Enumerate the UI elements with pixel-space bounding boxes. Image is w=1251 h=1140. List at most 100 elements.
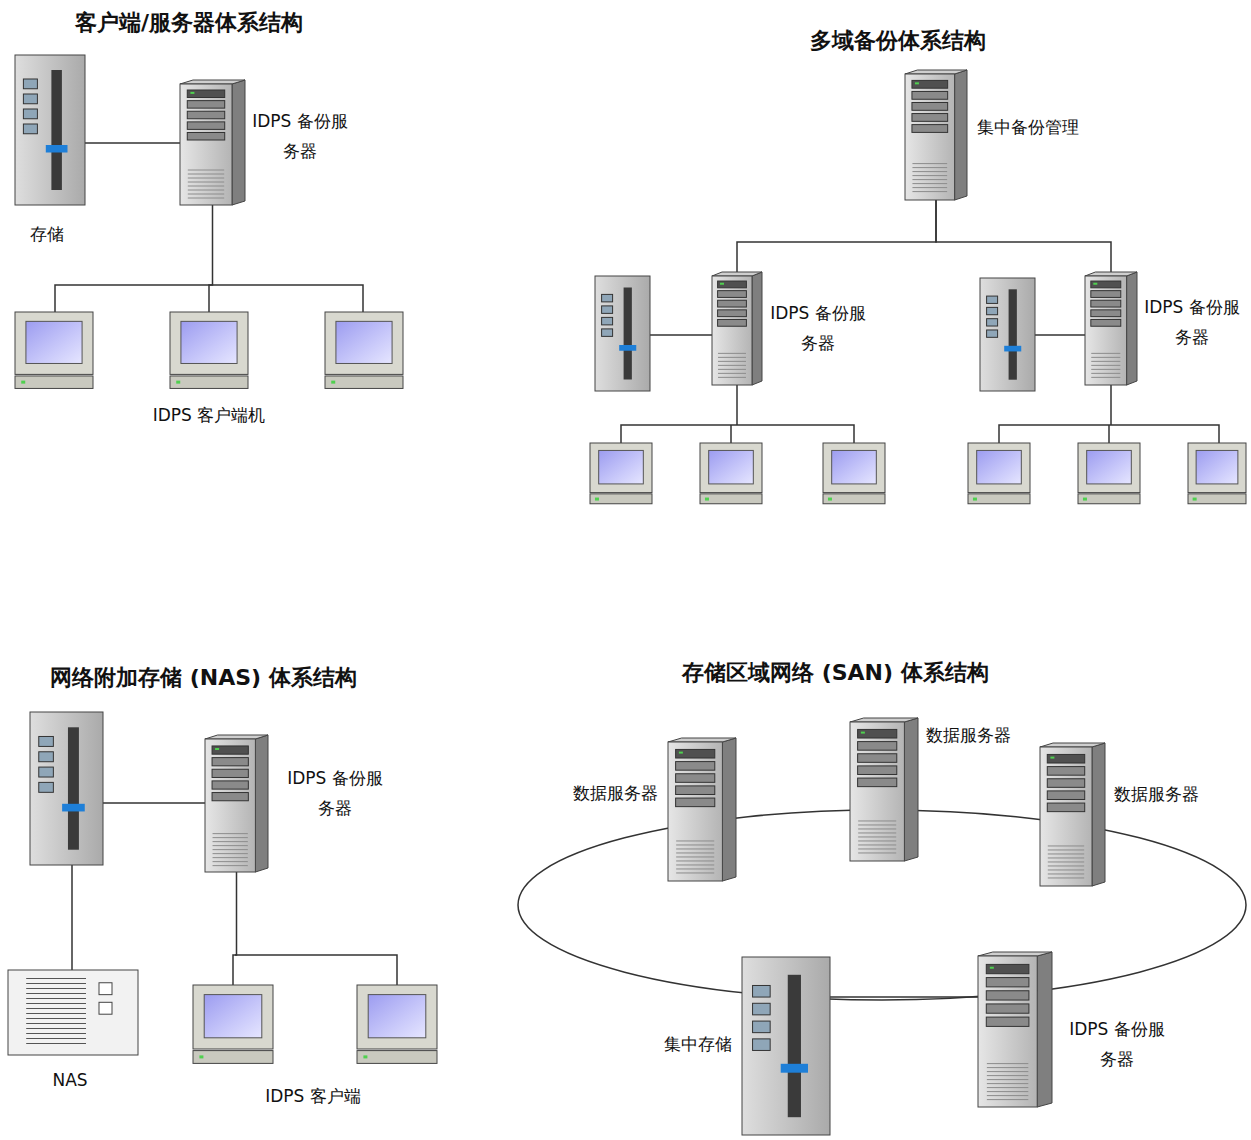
vent-line — [858, 832, 896, 833]
vent-line — [1048, 877, 1084, 878]
nas-stripe — [26, 988, 86, 989]
nas-stripe — [26, 1038, 86, 1039]
vent-line — [858, 824, 896, 825]
storage-body — [30, 712, 103, 865]
node-label: 存储 — [30, 219, 90, 249]
vent-line — [1048, 849, 1084, 850]
vent-line — [1091, 377, 1120, 378]
disk-slot — [39, 767, 54, 777]
drive-bay — [986, 1017, 1029, 1026]
drive-bay — [212, 769, 248, 777]
drive-bay — [912, 103, 948, 111]
server-top — [850, 718, 918, 722]
vent-line — [987, 1099, 1028, 1100]
drive-bay — [718, 291, 747, 298]
storage-icon — [595, 276, 650, 391]
disk-slot — [23, 124, 37, 134]
node-label: IDPS 备份服务器 — [1142, 292, 1242, 352]
vent-line — [1091, 369, 1120, 370]
connector-line — [233, 872, 237, 985]
vent-line — [987, 1063, 1028, 1064]
vent-line — [676, 840, 714, 841]
server-icon — [668, 738, 736, 881]
drive-bay — [212, 793, 248, 801]
server-side — [1037, 952, 1052, 1107]
vent-line — [912, 187, 947, 188]
node-label: IDPS 备份服务器 — [768, 298, 868, 358]
drive-bay — [187, 111, 224, 119]
monitor-base — [170, 376, 248, 388]
storage-icon — [30, 712, 103, 865]
node-label: 数据服务器 — [1114, 779, 1224, 809]
monitor-screen — [599, 450, 644, 483]
server-top — [905, 70, 967, 74]
drive-bay — [912, 80, 948, 88]
drive-bay — [212, 781, 248, 789]
vent-line — [1091, 361, 1120, 362]
storage-link — [103, 802, 205, 804]
status-light — [190, 92, 194, 94]
nas-button — [99, 983, 112, 995]
monitor-frame — [823, 443, 885, 493]
slot-marker — [1004, 346, 1021, 352]
nas-stripe — [26, 1008, 86, 1009]
connector-line — [936, 200, 1111, 272]
vent-line — [188, 178, 224, 179]
nas-link — [71, 865, 73, 970]
vent-line — [1048, 845, 1084, 846]
slot-marker — [46, 145, 68, 153]
monitor-frame — [1078, 443, 1140, 493]
section-title: 多域备份体系结构 — [810, 26, 986, 56]
vent-line — [676, 868, 714, 869]
rack-slot — [1009, 289, 1017, 379]
monitor-node: IDPS 客户端机 — [170, 312, 248, 390]
monitor-frame — [15, 312, 93, 374]
connector-line — [737, 200, 936, 272]
disk-slot — [602, 294, 613, 301]
nas-stripe — [26, 1033, 86, 1034]
server-icon — [1040, 743, 1105, 886]
vent-line — [858, 840, 896, 841]
disk-slot — [39, 736, 54, 746]
vent-line — [676, 844, 714, 845]
status-light — [861, 732, 865, 734]
drive-bay — [986, 978, 1029, 987]
power-light — [595, 498, 599, 501]
nas-stripe — [26, 1043, 86, 1044]
disk-slot — [23, 109, 37, 119]
storage-link — [1035, 334, 1085, 336]
vent-line — [718, 361, 746, 362]
power-light — [705, 498, 709, 501]
monitor-icon — [968, 443, 1030, 504]
drive-bay — [1091, 310, 1121, 317]
vent-line — [858, 820, 896, 821]
layout-wires — [55, 285, 1246, 1000]
server-front — [668, 742, 722, 881]
drive-bay — [858, 778, 897, 787]
nas-stripe — [26, 1028, 86, 1029]
server-icon — [978, 952, 1052, 1107]
status-light — [215, 748, 219, 750]
vent-line — [912, 183, 947, 184]
rack-slot — [51, 70, 62, 190]
node-label: IDPS 客户端机 — [134, 400, 284, 430]
drive-bay — [1047, 767, 1084, 776]
monitor-base — [357, 1051, 437, 1064]
server-node: IDPS 备份服务器 — [712, 272, 762, 385]
nas-icon — [8, 970, 138, 1055]
drive-bay — [986, 1004, 1029, 1013]
power-light — [176, 381, 180, 384]
nas-stripe — [26, 1013, 86, 1014]
server-side — [955, 70, 967, 200]
power-light — [973, 498, 977, 501]
monitor-base — [1078, 494, 1140, 504]
drive-bay — [718, 319, 747, 326]
vent-line — [188, 174, 224, 175]
server-icon — [905, 70, 967, 200]
drive-bay — [1091, 281, 1121, 288]
monitor-base — [193, 1051, 273, 1064]
monitor-node: IDPS 客户端 — [193, 985, 273, 1065]
drive-bay — [676, 786, 715, 795]
storage-icon — [15, 55, 85, 205]
